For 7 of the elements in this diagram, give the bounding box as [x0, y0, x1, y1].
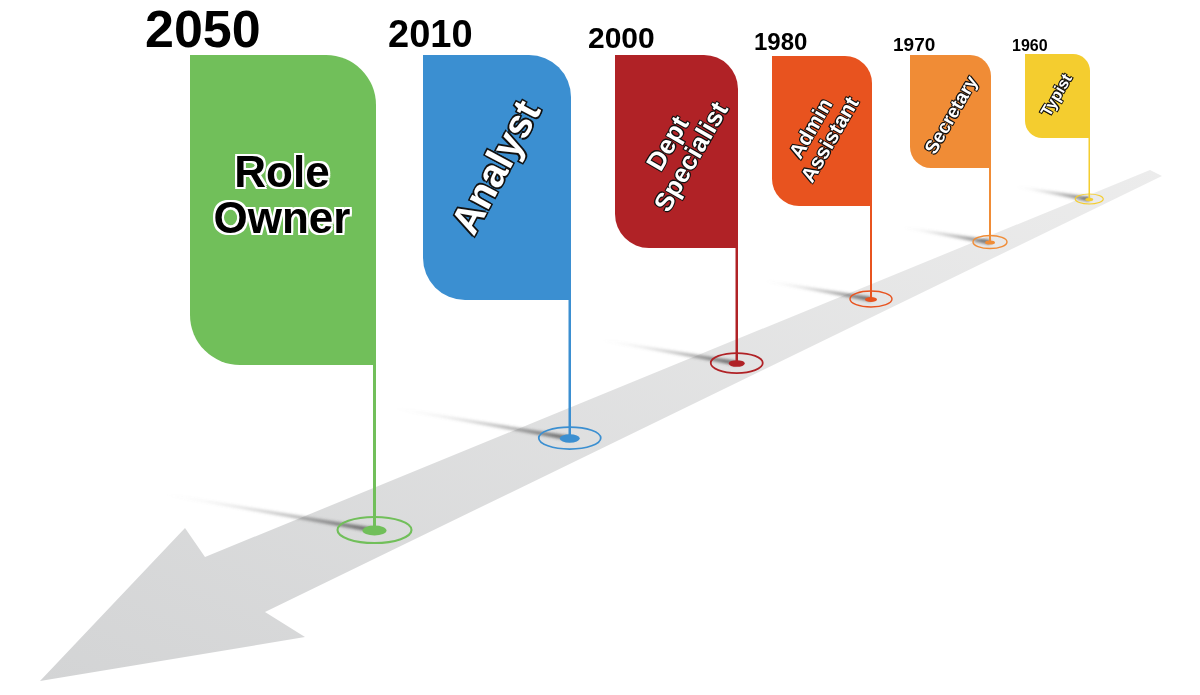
role-label: Role Owner [213, 149, 351, 242]
year-label: 2050 [145, 3, 261, 55]
year-label: 1970 [893, 35, 936, 54]
year-label: 1960 [1012, 38, 1048, 54]
year-label: 2000 [588, 23, 655, 53]
year-label: 1980 [754, 30, 808, 54]
year-label: 2010 [388, 15, 473, 53]
